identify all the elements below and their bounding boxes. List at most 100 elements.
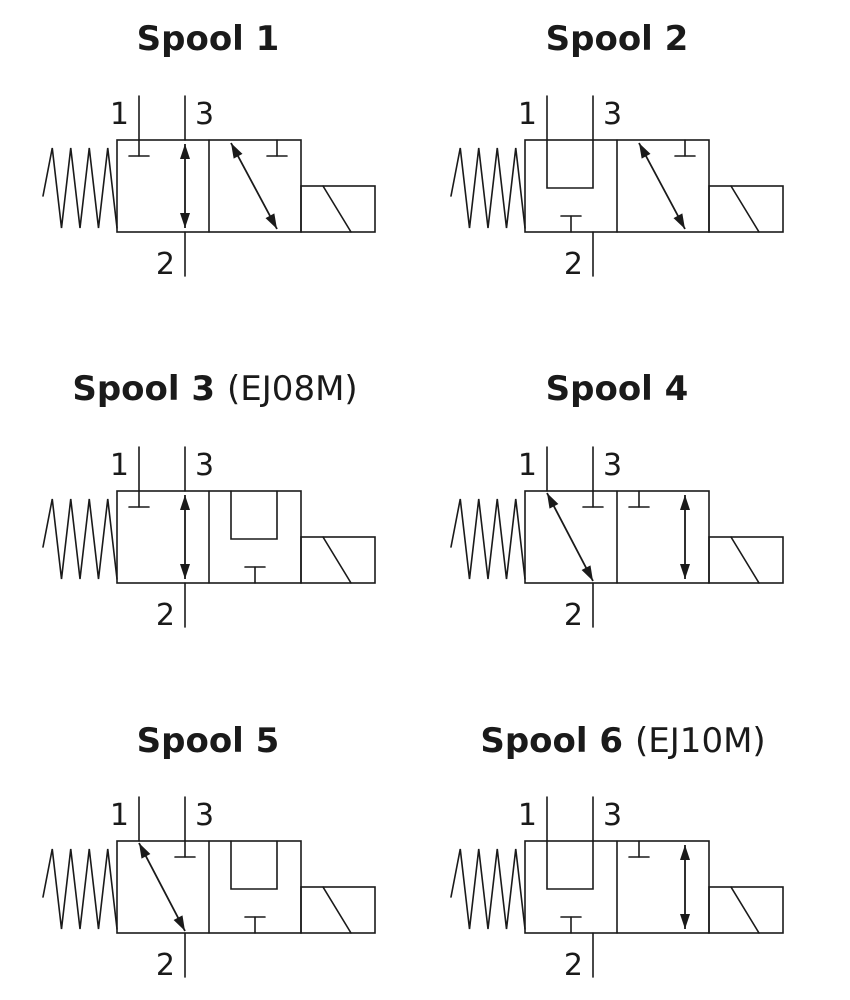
blocked-port-1 (266, 139, 288, 157)
flow-2-3-arrow (680, 845, 690, 929)
blocked-port-1 (628, 490, 650, 508)
solenoid-actuator (708, 886, 784, 934)
flow-2-3-arrow (180, 495, 190, 579)
flow-3-2-arrow (230, 142, 278, 230)
blocked-port-2 (244, 566, 266, 584)
spool-panel-2: Spool 2 1 3 2 (450, 19, 784, 282)
arrow-head (180, 495, 190, 510)
u-connection (546, 139, 594, 189)
solenoid-actuator (300, 536, 376, 584)
u-connection (230, 840, 278, 890)
blocked-port-1 (128, 139, 150, 157)
solenoid-body (300, 185, 376, 233)
port-label-3: 3 (195, 798, 214, 833)
return-spring (42, 498, 118, 580)
solenoid-body (708, 185, 784, 233)
arrow-head (680, 845, 690, 860)
spool-model: (EJ08M) (227, 369, 358, 409)
connection-1-3 (230, 490, 278, 540)
arrow-head (680, 914, 690, 929)
blocked-port-3 (174, 840, 196, 858)
connection-1-3 (546, 139, 594, 189)
spool-panel-1: Spool 1 1 3 2 (42, 19, 376, 282)
port-label-3: 3 (195, 448, 214, 483)
port-label-1: 1 (518, 798, 537, 833)
blocked-port-3 (582, 490, 604, 508)
spool-title: Spool 3 (EJ08M) (72, 369, 357, 409)
flow-1-2-arrow (546, 492, 594, 582)
port-label-2: 2 (564, 247, 583, 282)
arrow-head (680, 495, 690, 510)
port-label-1: 1 (110, 798, 129, 833)
arrow-head (139, 843, 151, 859)
port-label-3: 3 (603, 97, 622, 132)
spool-name: Spool 5 (137, 721, 280, 761)
port-label-1: 1 (110, 97, 129, 132)
spool-panel-5: Spool 5 1 3 2 (42, 721, 376, 983)
solenoid-body (708, 536, 784, 584)
spool-title: Spool 2 (546, 19, 689, 59)
solenoid-actuator (708, 185, 784, 233)
solenoid-winding (322, 886, 352, 934)
arrow-shaft (230, 142, 278, 230)
spool-title: Spool 4 (546, 369, 689, 409)
spool-name: Spool 3 (72, 369, 215, 409)
arrow-shaft (546, 492, 594, 582)
solenoid-winding (730, 536, 760, 584)
port-label-3: 3 (603, 798, 622, 833)
arrow-shaft (638, 142, 686, 230)
spool-panel-3: Spool 3 (EJ08M) 1 3 2 (42, 369, 376, 633)
return-spring (450, 848, 526, 930)
arrow-head (180, 213, 190, 228)
solenoid-actuator (300, 185, 376, 233)
flow-2-3-arrow (180, 144, 190, 228)
spool-name: Spool 1 (137, 19, 280, 59)
spool-name: Spool 2 (546, 19, 689, 59)
solenoid-winding (322, 185, 352, 233)
return-spring (450, 498, 526, 580)
blocked-port-1 (628, 840, 650, 858)
port-label-1: 1 (518, 448, 537, 483)
blocked-port-1 (128, 490, 150, 508)
flow-2-3-arrow (680, 495, 690, 579)
flow-1-2-arrow (138, 842, 186, 932)
port-label-2: 2 (564, 948, 583, 983)
return-spring (450, 147, 526, 229)
blocked-port-2 (560, 215, 582, 233)
spool-model: (EJ10M) (635, 721, 766, 761)
spool-panel-6: Spool 6 (EJ10M) 1 3 2 (450, 721, 784, 983)
solenoid-winding (322, 536, 352, 584)
port-label-2: 2 (156, 247, 175, 282)
solenoid-body (300, 886, 376, 934)
solenoid-body (708, 886, 784, 934)
spool-title: Spool 6 (EJ10M) (480, 721, 765, 761)
arrow-head (265, 213, 277, 229)
connection-1-3 (230, 840, 278, 890)
arrow-head (680, 564, 690, 579)
arrow-head (180, 144, 190, 159)
return-spring (42, 147, 118, 229)
u-connection (546, 840, 594, 890)
solenoid-actuator (708, 536, 784, 584)
spool-name: Spool 6 (480, 721, 623, 761)
port-label-1: 1 (518, 97, 537, 132)
blocked-port-2 (560, 916, 582, 934)
blocked-port-1 (674, 139, 696, 157)
arrow-head (581, 565, 593, 581)
port-label-2: 2 (156, 598, 175, 633)
u-connection (230, 490, 278, 540)
arrow-head (639, 143, 651, 159)
solenoid-body (300, 536, 376, 584)
solenoid-actuator (300, 886, 376, 934)
spool-title: Spool 1 (137, 19, 280, 59)
port-label-3: 3 (195, 97, 214, 132)
spool-title: Spool 5 (137, 721, 280, 761)
solenoid-winding (730, 185, 760, 233)
port-label-2: 2 (156, 948, 175, 983)
blocked-port-2 (244, 916, 266, 934)
arrow-head (547, 493, 559, 509)
port-label-2: 2 (564, 598, 583, 633)
port-label-1: 1 (110, 448, 129, 483)
